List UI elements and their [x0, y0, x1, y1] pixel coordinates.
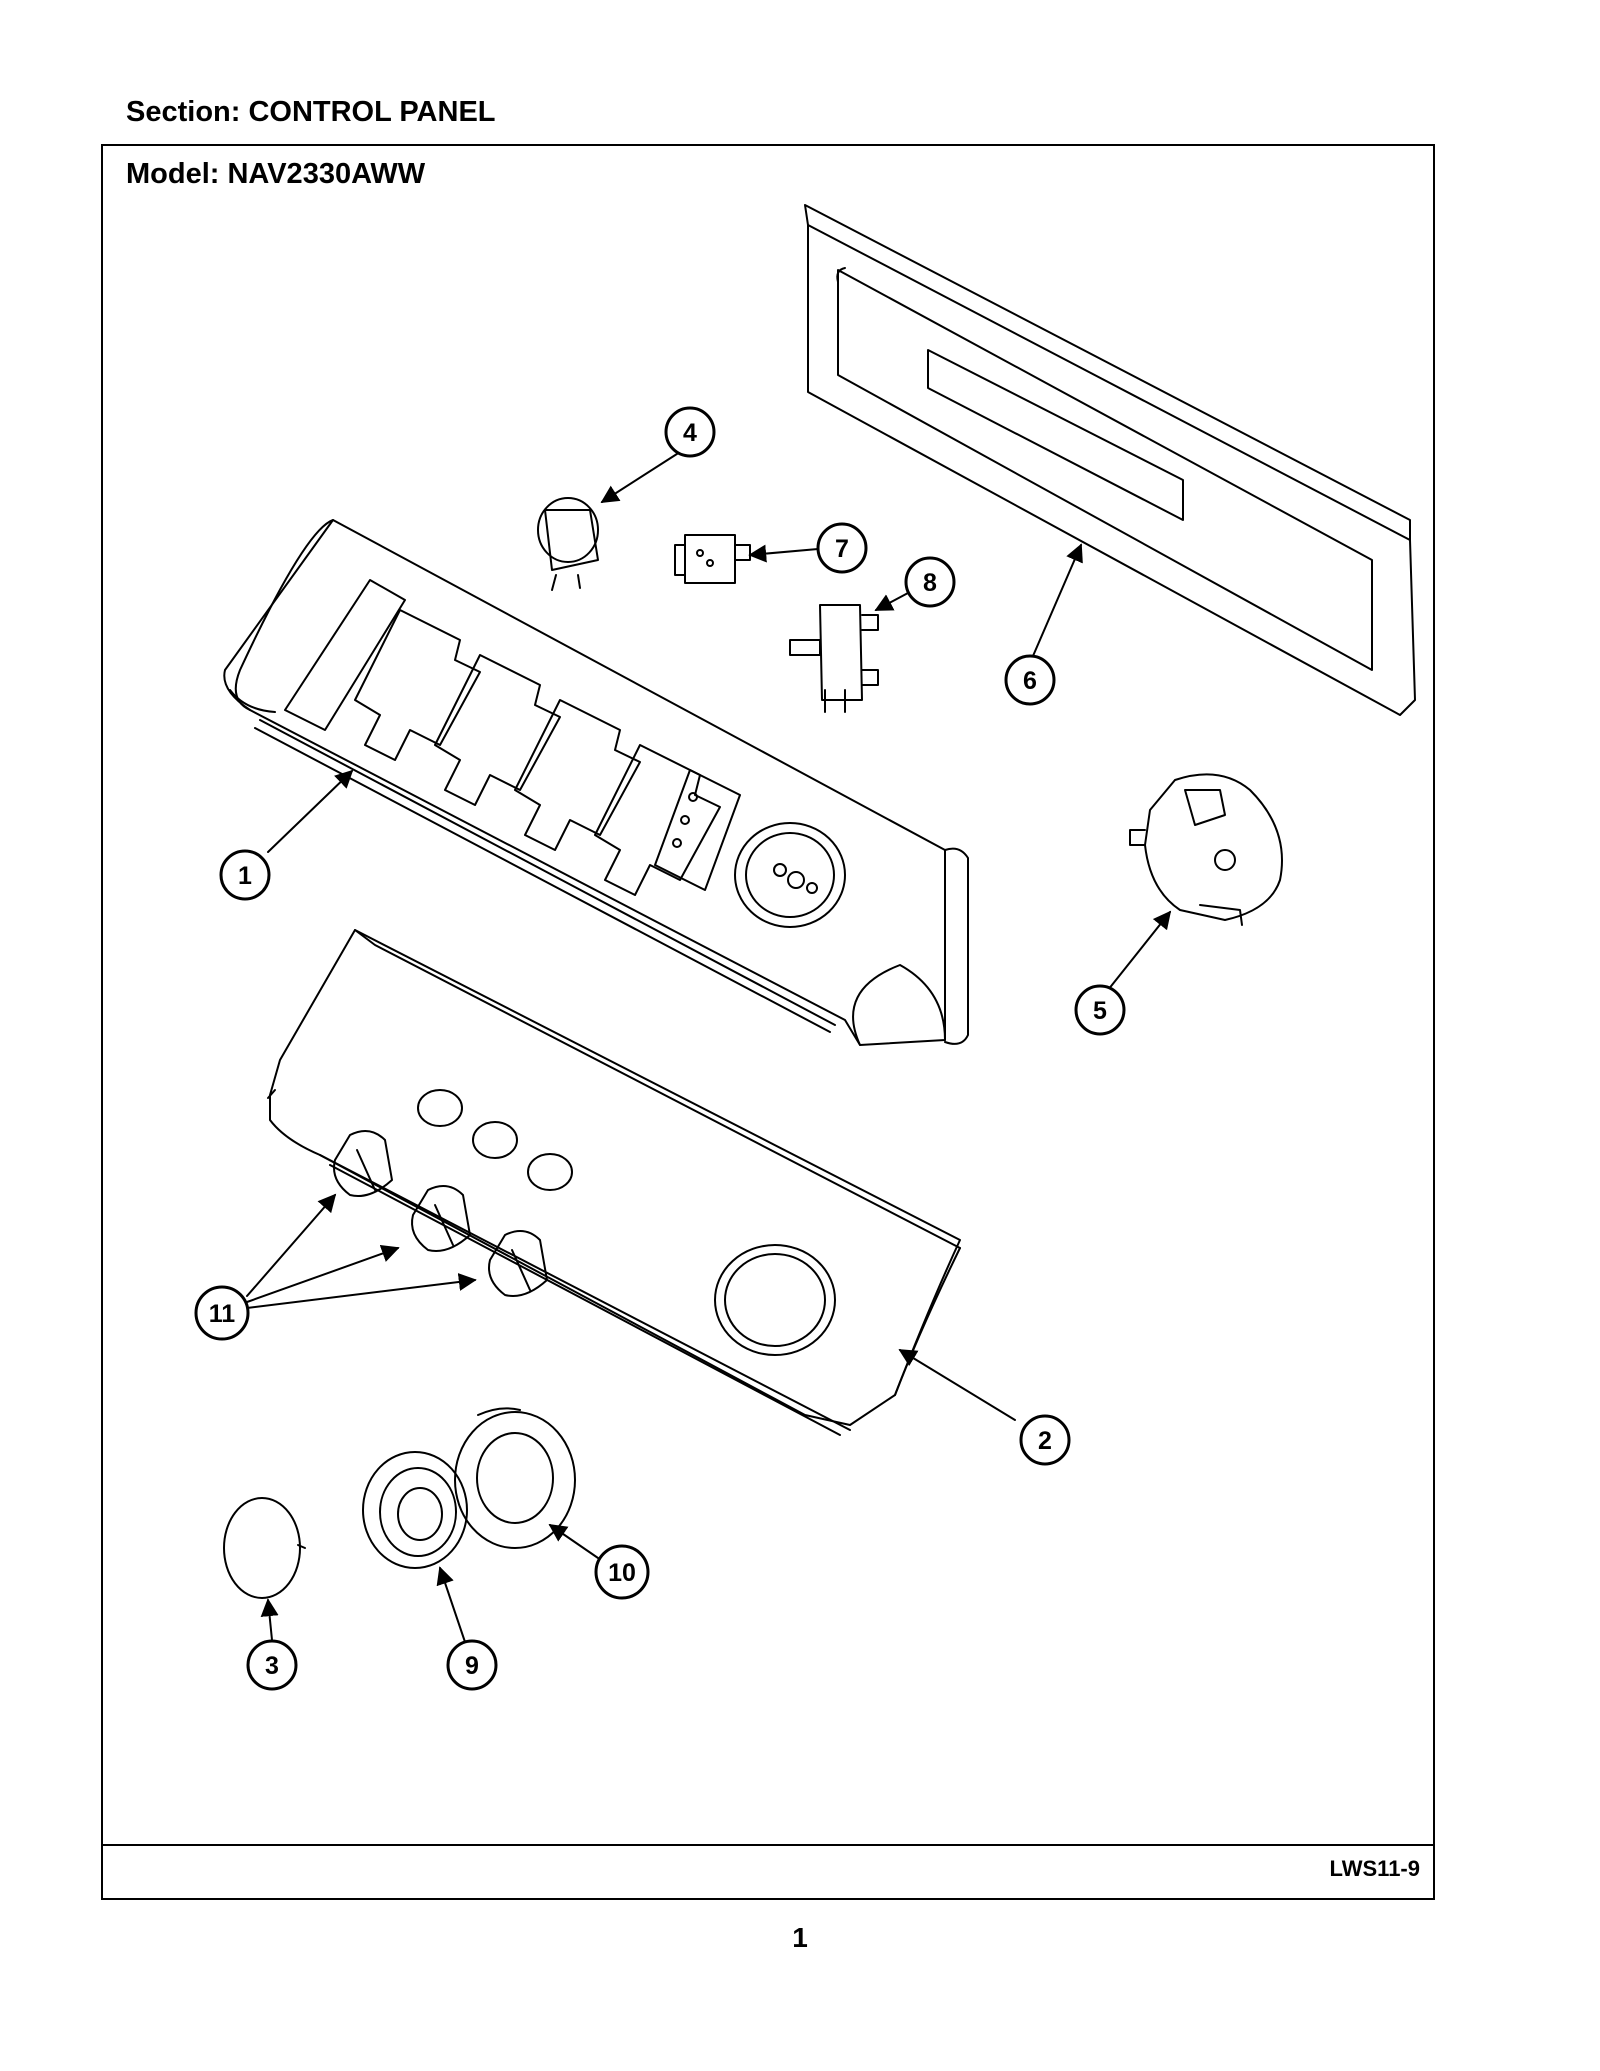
callout-11-label: 11 [209, 1300, 236, 1328]
callout-5-label: 5 [1093, 997, 1107, 1025]
callout-3: 3 [246, 1639, 298, 1691]
document-code: LWS11-9 [1329, 1856, 1420, 1881]
callout-5: 5 [1074, 984, 1126, 1036]
control-panel-face-part [267, 929, 961, 1436]
callout-4: 4 [664, 406, 716, 458]
callout-2: 2 [1019, 1414, 1071, 1466]
callout-7-label: 7 [835, 535, 849, 563]
callout-6-label: 6 [1023, 667, 1037, 695]
switch-part-4 [537, 497, 599, 591]
page-number: 1 [792, 1922, 808, 1953]
callouts: 1 2 3 4 5 6 7 8 [194, 406, 1126, 1691]
diagram-frame [101, 144, 1435, 1900]
dial-part [362, 1451, 468, 1569]
cap-part [223, 1497, 306, 1599]
callout-9: 9 [446, 1639, 498, 1691]
callout-2-label: 2 [1038, 1427, 1052, 1455]
rear-panel-part [804, 204, 1416, 716]
callout-10: 10 [594, 1544, 650, 1600]
callout-8: 8 [904, 556, 956, 608]
knob-parts [333, 1130, 548, 1297]
callout-3-label: 3 [265, 1652, 279, 1680]
leader-lines [246, 451, 1172, 1643]
callout-6: 6 [1004, 654, 1056, 706]
callout-9-label: 9 [465, 1652, 479, 1680]
model-title: Model: NAV2330AWW [126, 158, 426, 190]
callout-7: 7 [816, 522, 868, 574]
callout-11: 11 [194, 1285, 250, 1341]
switch-part-8 [789, 604, 879, 713]
callout-1-label: 1 [238, 862, 252, 890]
callout-8-label: 8 [923, 569, 937, 597]
footer-divider [101, 1844, 1435, 1846]
switch-part-7 [674, 534, 751, 584]
section-title: Section: CONTROL PANEL [126, 96, 496, 128]
timer-part [1129, 773, 1283, 926]
callout-1: 1 [219, 849, 271, 901]
console-housing-part [223, 519, 969, 1046]
callout-10-label: 10 [608, 1559, 636, 1587]
ring-part [454, 1407, 576, 1549]
callout-4-label: 4 [683, 419, 697, 447]
